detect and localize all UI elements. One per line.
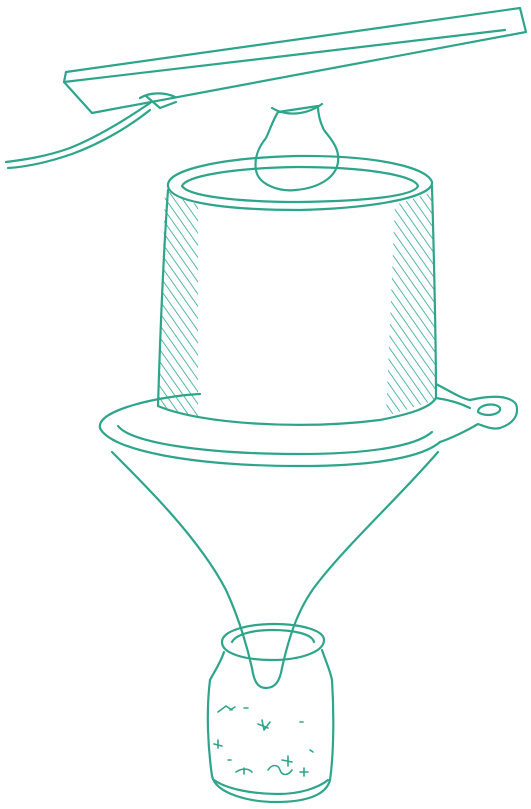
funnel-stem-tip — [252, 668, 282, 688]
jar-neck — [210, 650, 332, 680]
funnel-rim-inner — [118, 426, 432, 454]
funnel-cone-left — [112, 452, 252, 668]
jar-bottom — [214, 780, 328, 794]
power-cord — [6, 103, 150, 162]
light-bulb — [255, 106, 338, 190]
jar-body — [208, 680, 333, 802]
lamp-shade — [64, 8, 526, 113]
funnel-handle-hole — [478, 405, 500, 415]
lamp-shade-edge — [64, 30, 505, 82]
cylinder-top-rim-inner — [182, 167, 418, 202]
cylinder-shading-right — [380, 180, 440, 430]
cylinder-shading-left — [150, 180, 210, 430]
jar-specimens — [214, 706, 313, 776]
